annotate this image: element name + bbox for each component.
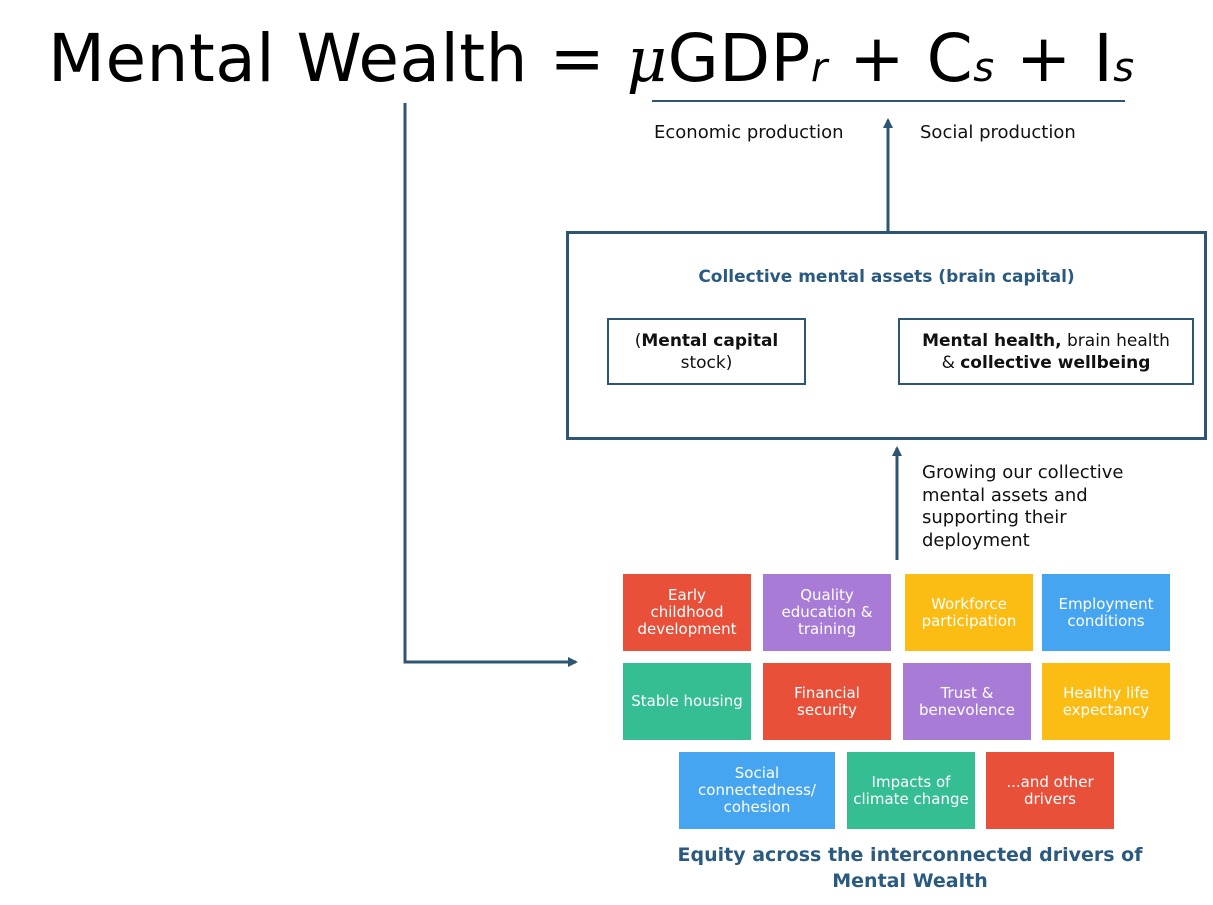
social-production-label: Social production — [920, 122, 1076, 143]
equation-c: C — [926, 20, 974, 97]
equation-c-subscript: s — [973, 45, 995, 91]
equation-mu: μ — [626, 23, 668, 96]
growing-assets-note: Growing our collective mental assets and… — [922, 462, 1124, 551]
equation-i-subscript: s — [1113, 45, 1135, 91]
driver-tile: Financial security — [763, 663, 891, 740]
driver-tile: Social connectedness/ cohesion — [679, 752, 835, 829]
driver-tile: Impacts of climate change — [847, 752, 975, 829]
mental-wealth-equation: Mental Wealth = μGDPr + Cs + Is — [48, 14, 1135, 104]
equation-i: I — [1093, 20, 1114, 97]
driver-tile: Trust & benevolence — [903, 663, 1031, 740]
equation-equals: = — [549, 20, 606, 97]
collective-mental-assets-title: Collective mental assets (brain capital) — [698, 267, 1075, 287]
mental-health-bold: Mental health, — [922, 330, 1062, 351]
driver-tile: Early childhood development — [623, 574, 751, 651]
equity-caption: Equity across the interconnected drivers… — [677, 844, 1143, 892]
driver-tile: Quality education & training — [763, 574, 891, 651]
mental-capital-rest: stock) — [680, 352, 733, 373]
ampersand-text: & — [941, 352, 961, 373]
mental-health-box: Mental health, brain health & collective… — [898, 318, 1194, 385]
equation-plus-2: + — [1016, 20, 1072, 97]
equation-gdp-subscript: r — [810, 45, 828, 91]
driver-tile: Employment conditions — [1042, 574, 1170, 651]
collective-wellbeing-bold: collective wellbeing — [960, 352, 1151, 373]
mental-capital-box: (Mental capital stock) — [607, 318, 806, 385]
mental-capital-open: ( — [634, 330, 642, 351]
driver-tile: Workforce participation — [905, 574, 1033, 651]
brain-health-text: brain health — [1061, 330, 1170, 351]
driver-tile: Healthy life expectancy — [1042, 663, 1170, 740]
economic-production-label: Economic production — [654, 122, 844, 143]
driver-tile: Stable housing — [623, 663, 751, 740]
mental-capital-bold: Mental capital — [641, 330, 779, 351]
driver-tile: ...and other drivers — [986, 752, 1114, 829]
arrow-equation-to-drivers — [403, 103, 578, 667]
equation-lhs: Mental Wealth — [48, 20, 529, 97]
equation-plus-1: + — [849, 20, 906, 97]
equation-gdp: GDP — [667, 20, 811, 97]
